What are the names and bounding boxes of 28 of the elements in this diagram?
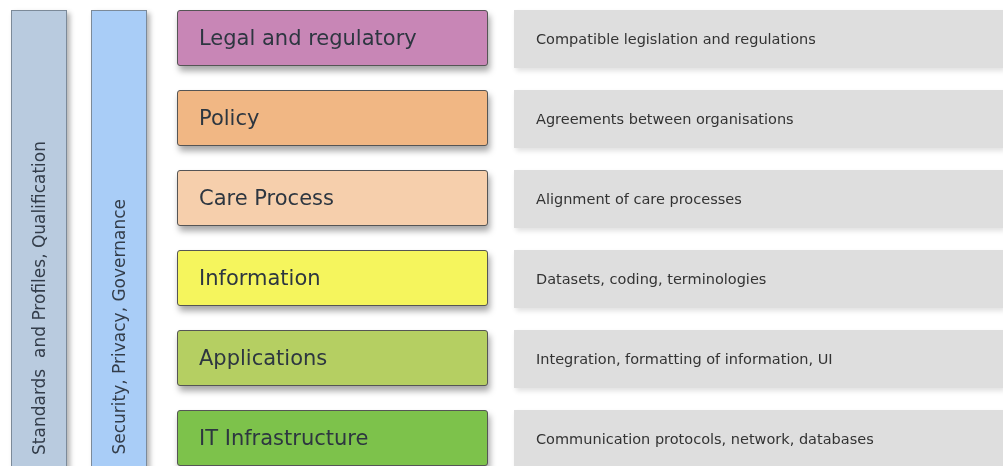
description-band <box>514 330 1003 388</box>
description-band <box>514 410 1003 466</box>
layer-label: IT Infrastructure <box>199 426 369 450</box>
description-band <box>514 10 1003 68</box>
description-text: Communication protocols, network, databases <box>536 431 874 447</box>
description-band <box>514 90 1003 148</box>
description-text: Agreements between organisations <box>536 111 794 127</box>
layer-label: Information <box>199 266 321 290</box>
layer-box <box>177 250 488 306</box>
side-bar <box>11 10 67 466</box>
layer-label: Legal and regulatory <box>199 26 417 50</box>
layer-label: Care Process <box>199 186 334 210</box>
layer-box <box>177 10 488 66</box>
description-text: Compatible legislation and regulations <box>536 31 816 47</box>
layer-label: Policy <box>199 106 260 130</box>
layer-box <box>177 90 488 146</box>
layer-box <box>177 410 488 466</box>
layer-box <box>177 170 488 226</box>
side-bar-label: Standards and Profiles, Qualification <box>29 141 49 455</box>
side-bar <box>91 10 147 466</box>
description-band <box>514 170 1003 228</box>
description-text: Integration, formatting of information, UI <box>536 351 833 367</box>
description-text: Datasets, coding, terminologies <box>536 271 767 287</box>
layer-box <box>177 330 488 386</box>
description-text: Alignment of care processes <box>536 191 742 207</box>
layer-label: Applications <box>199 346 328 370</box>
description-band <box>514 250 1003 308</box>
side-bar-label: Security, Privacy, Governance <box>109 199 129 455</box>
